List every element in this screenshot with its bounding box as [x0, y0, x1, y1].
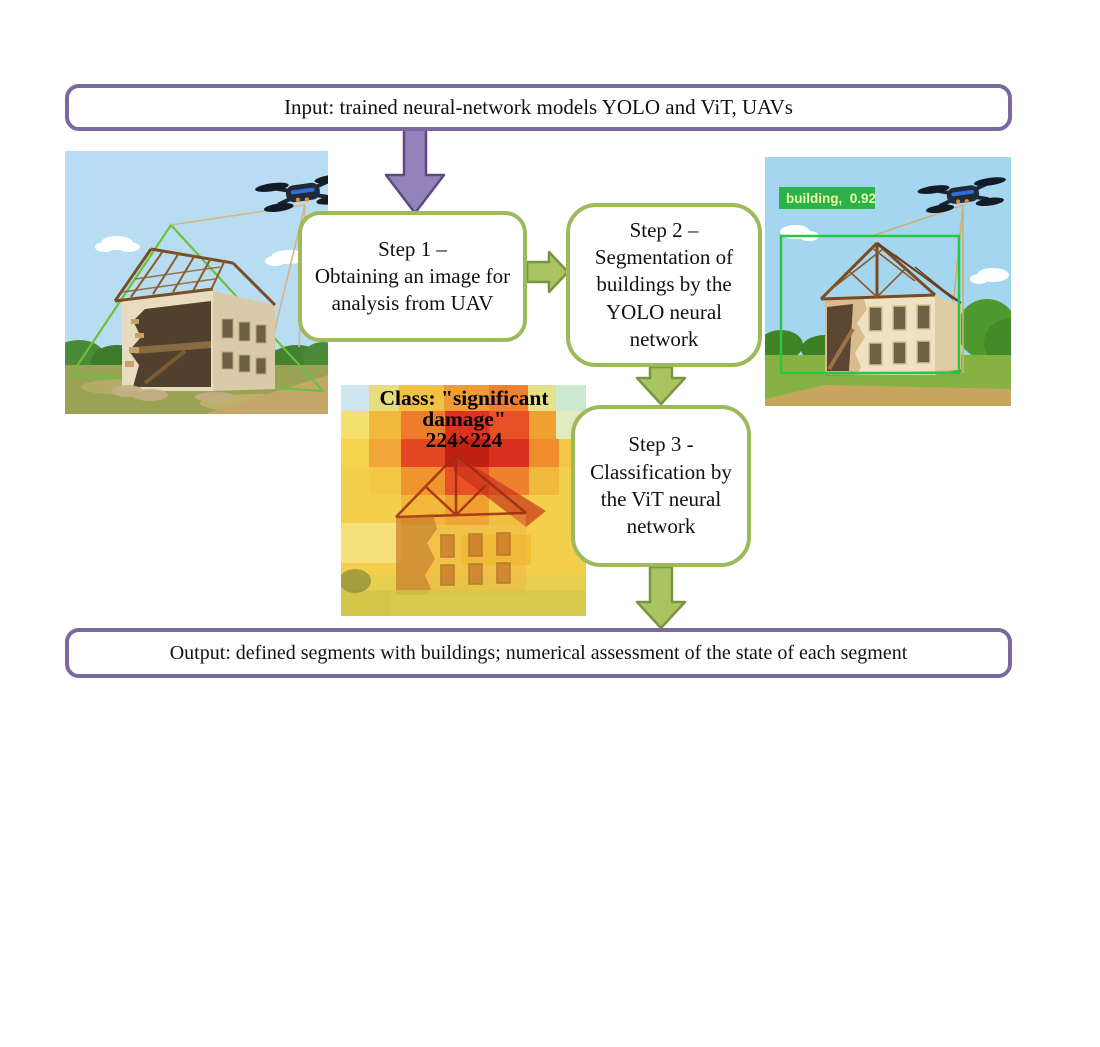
- dirt-path: [205, 375, 328, 414]
- output-box: Output: defined segments with buildings;…: [65, 628, 1012, 678]
- damaged-building-illustration: [111, 247, 277, 402]
- arrow-down-green-icon: [635, 567, 687, 629]
- step-3-text: Step 3 - Classification by the ViT neura…: [590, 432, 732, 539]
- step-1-box: Step 1 – Obtaining an image for analysis…: [298, 211, 527, 342]
- step-2-text: Step 2 – Segmentation of buildings by th…: [594, 217, 734, 351]
- detection-label: building, 0.92: [786, 191, 876, 206]
- detection-label-bg: [779, 187, 875, 209]
- input-box-text: Input: trained neural-network models YOL…: [284, 95, 793, 119]
- arrow-down-green-icon: [635, 367, 687, 405]
- arrow-right-green-icon: [527, 251, 569, 293]
- rubble: [111, 385, 235, 402]
- heatmap-building-sketch: [341, 454, 586, 616]
- roof-frame: [113, 247, 277, 307]
- drone-icon: [255, 174, 328, 212]
- step-3-box: Step 3 - Classification by the ViT neura…: [571, 405, 751, 567]
- step-1-text: Step 1 – Obtaining an image for analysis…: [314, 236, 511, 316]
- input-box: Input: trained neural-network models YOL…: [65, 84, 1012, 131]
- vit-heatmap-illustration: [341, 385, 586, 616]
- output-box-text: Output: defined segments with buildings;…: [169, 641, 908, 664]
- bounding-box: [779, 234, 961, 375]
- yolo-detection-illustration: building, 0.92: [765, 157, 1011, 406]
- drone-icon: [917, 177, 1006, 214]
- heatmap-caption: Class: "significant damage" 224×224: [379, 386, 549, 452]
- damaged-building-illustration: [819, 241, 962, 376]
- arrow-down-purple-icon: [384, 129, 446, 215]
- uav-capture-illustration: [65, 151, 328, 414]
- dirt-path: [765, 385, 1011, 406]
- step-2-box: Step 2 – Segmentation of buildings by th…: [566, 203, 762, 367]
